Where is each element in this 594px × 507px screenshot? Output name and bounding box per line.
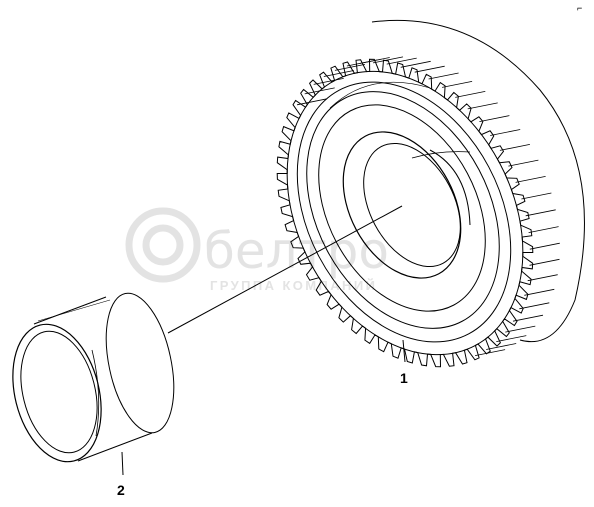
gear-teeth — [276, 58, 534, 368]
bushing-back-rim — [105, 292, 175, 434]
gear-tooth-flank — [414, 65, 445, 73]
gear-tooth-flank — [372, 56, 404, 64]
gear-tooth-flank — [386, 57, 417, 65]
gear-tooth-flank — [524, 288, 555, 296]
watermark-logo-icon — [125, 207, 201, 283]
gear-tooth-flank — [479, 115, 510, 122]
gear-tooth-flank — [529, 258, 560, 266]
corner-mark: ⌐ — [577, 3, 582, 13]
gear-face-step — [306, 91, 500, 329]
gear-back-rim — [371, 19, 585, 343]
gear-tooth-flank — [525, 209, 556, 217]
gear-tooth-flank — [486, 343, 517, 350]
gear-tooth-flank — [455, 91, 486, 98]
gear-bore-depth — [429, 149, 471, 226]
gear-tooth-flank — [475, 349, 506, 356]
gear-root-circle — [286, 70, 524, 356]
leader-line-bushing-to-gear — [167, 205, 403, 334]
gear-hub-seam — [411, 151, 471, 159]
bushing-inner-wall — [91, 349, 100, 437]
gear-tooth-flank — [521, 192, 552, 200]
gear-bore-outer — [342, 131, 462, 279]
leader-line-1 — [402, 339, 406, 363]
gear-face-inner — [318, 104, 486, 312]
gear-tooth-flank — [519, 302, 550, 310]
gear-tooth-flank — [515, 176, 546, 183]
gear-face-outer — [296, 81, 512, 343]
gear-tooth-flank — [313, 78, 344, 85]
watermark: белтро ГРУППА КОМПАНИЙ — [125, 207, 389, 293]
gear-tooth-flank — [527, 274, 558, 282]
gear-tooth-flank — [496, 335, 527, 342]
gear-tooth-flank — [499, 144, 530, 151]
gear-tooth-flank — [529, 242, 560, 250]
gear-tooth-flank — [400, 60, 431, 68]
bushing-body — [33, 296, 153, 462]
bushing — [12, 292, 175, 463]
gear-tooth-flank — [296, 98, 328, 106]
gear-tooth-flank — [359, 57, 390, 64]
leader-line-2 — [121, 451, 124, 476]
gear-tooth-flank — [428, 72, 459, 80]
gear-tooth-flank — [323, 70, 354, 77]
bushing-front-rim-inner — [20, 330, 98, 454]
callout-label-2: 2 — [117, 482, 125, 498]
bushing-front-rim-outer — [12, 323, 102, 463]
gear-tooth-profile — [276, 58, 534, 368]
gear-tooth-flank — [528, 226, 559, 233]
gear-face-shading — [329, 82, 431, 109]
gear-tooth-flank — [508, 159, 539, 167]
gear-tooth-flank — [442, 81, 473, 88]
gear-tooth-flank — [505, 325, 536, 333]
gear-tooth-flank — [512, 314, 544, 322]
gear-tooth-flank — [490, 129, 521, 136]
callout-label-1: 1 — [400, 370, 408, 386]
bushing-top-edge — [37, 299, 111, 322]
gear — [276, 19, 585, 368]
watermark-tagline: ГРУППА КОМПАНИЙ — [210, 278, 377, 293]
gear-tooth-flank — [467, 102, 498, 110]
gear-tooth-flanks — [296, 56, 560, 356]
leader-lines — [121, 205, 406, 476]
gear-bore-inner — [363, 142, 461, 268]
gear-tooth-flank — [334, 64, 365, 71]
